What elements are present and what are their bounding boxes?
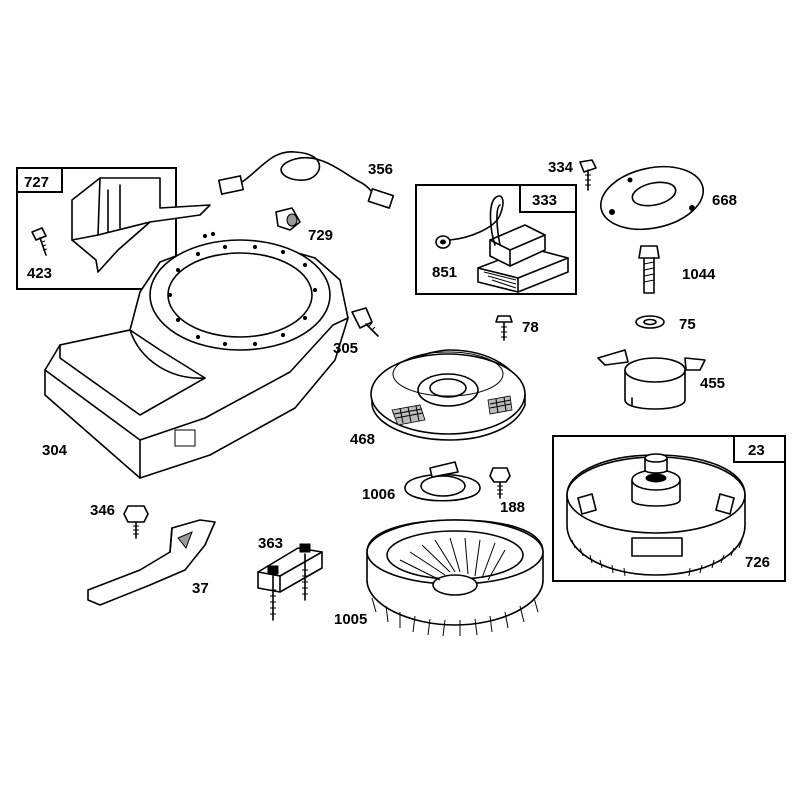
label-188: 188 <box>500 499 525 516</box>
part-423-screw <box>31 227 48 256</box>
label-468: 468 <box>350 431 375 448</box>
label-423: 423 <box>27 265 52 282</box>
label-304: 304 <box>42 442 68 459</box>
label-1006: 1006 <box>362 486 395 503</box>
part-455-cup <box>597 349 706 410</box>
part-78-screw <box>495 315 513 341</box>
label-37: 37 <box>192 580 209 597</box>
label-363: 363 <box>258 535 283 552</box>
part-729-grommet <box>275 207 301 231</box>
part-188-bolt <box>489 467 511 499</box>
part-726-flywheel <box>552 435 786 582</box>
part-1044-bolt <box>638 245 660 294</box>
label-455: 455 <box>700 375 725 392</box>
part-305-screw <box>351 307 379 337</box>
part-304-blower-housing <box>44 231 349 479</box>
label-333: 333 <box>532 192 557 209</box>
part-468-rotating-screen <box>370 349 526 441</box>
part-1005-fan <box>366 519 544 637</box>
part-346-bolt <box>123 505 149 539</box>
part-75-washer <box>635 315 665 329</box>
label-726: 726 <box>745 554 770 571</box>
part-668-plate <box>599 165 705 231</box>
label-334: 334 <box>548 159 574 176</box>
label-305: 305 <box>333 340 358 357</box>
label-75: 75 <box>679 316 696 333</box>
label-1044: 1044 <box>682 266 716 283</box>
label-78: 78 <box>522 319 539 336</box>
part-37-baffle <box>87 519 216 606</box>
part-333-armature <box>415 184 577 295</box>
part-356-wire <box>217 151 395 209</box>
part-851-ground-wire <box>435 195 504 249</box>
label-23: 23 <box>748 442 765 459</box>
label-727: 727 <box>24 174 49 191</box>
part-334-screw <box>579 159 597 191</box>
label-729: 729 <box>308 227 333 244</box>
part-labels: 727 423 356 729 304 305 346 37 363 333 8… <box>24 159 770 628</box>
part-363-bracket <box>257 543 323 621</box>
label-668: 668 <box>712 192 737 209</box>
part-1006-ring <box>404 461 481 502</box>
label-1005: 1005 <box>334 611 367 628</box>
label-356: 356 <box>368 161 393 178</box>
label-346: 346 <box>90 502 115 519</box>
part-727-air-guide <box>16 167 211 290</box>
label-851: 851 <box>432 264 457 281</box>
